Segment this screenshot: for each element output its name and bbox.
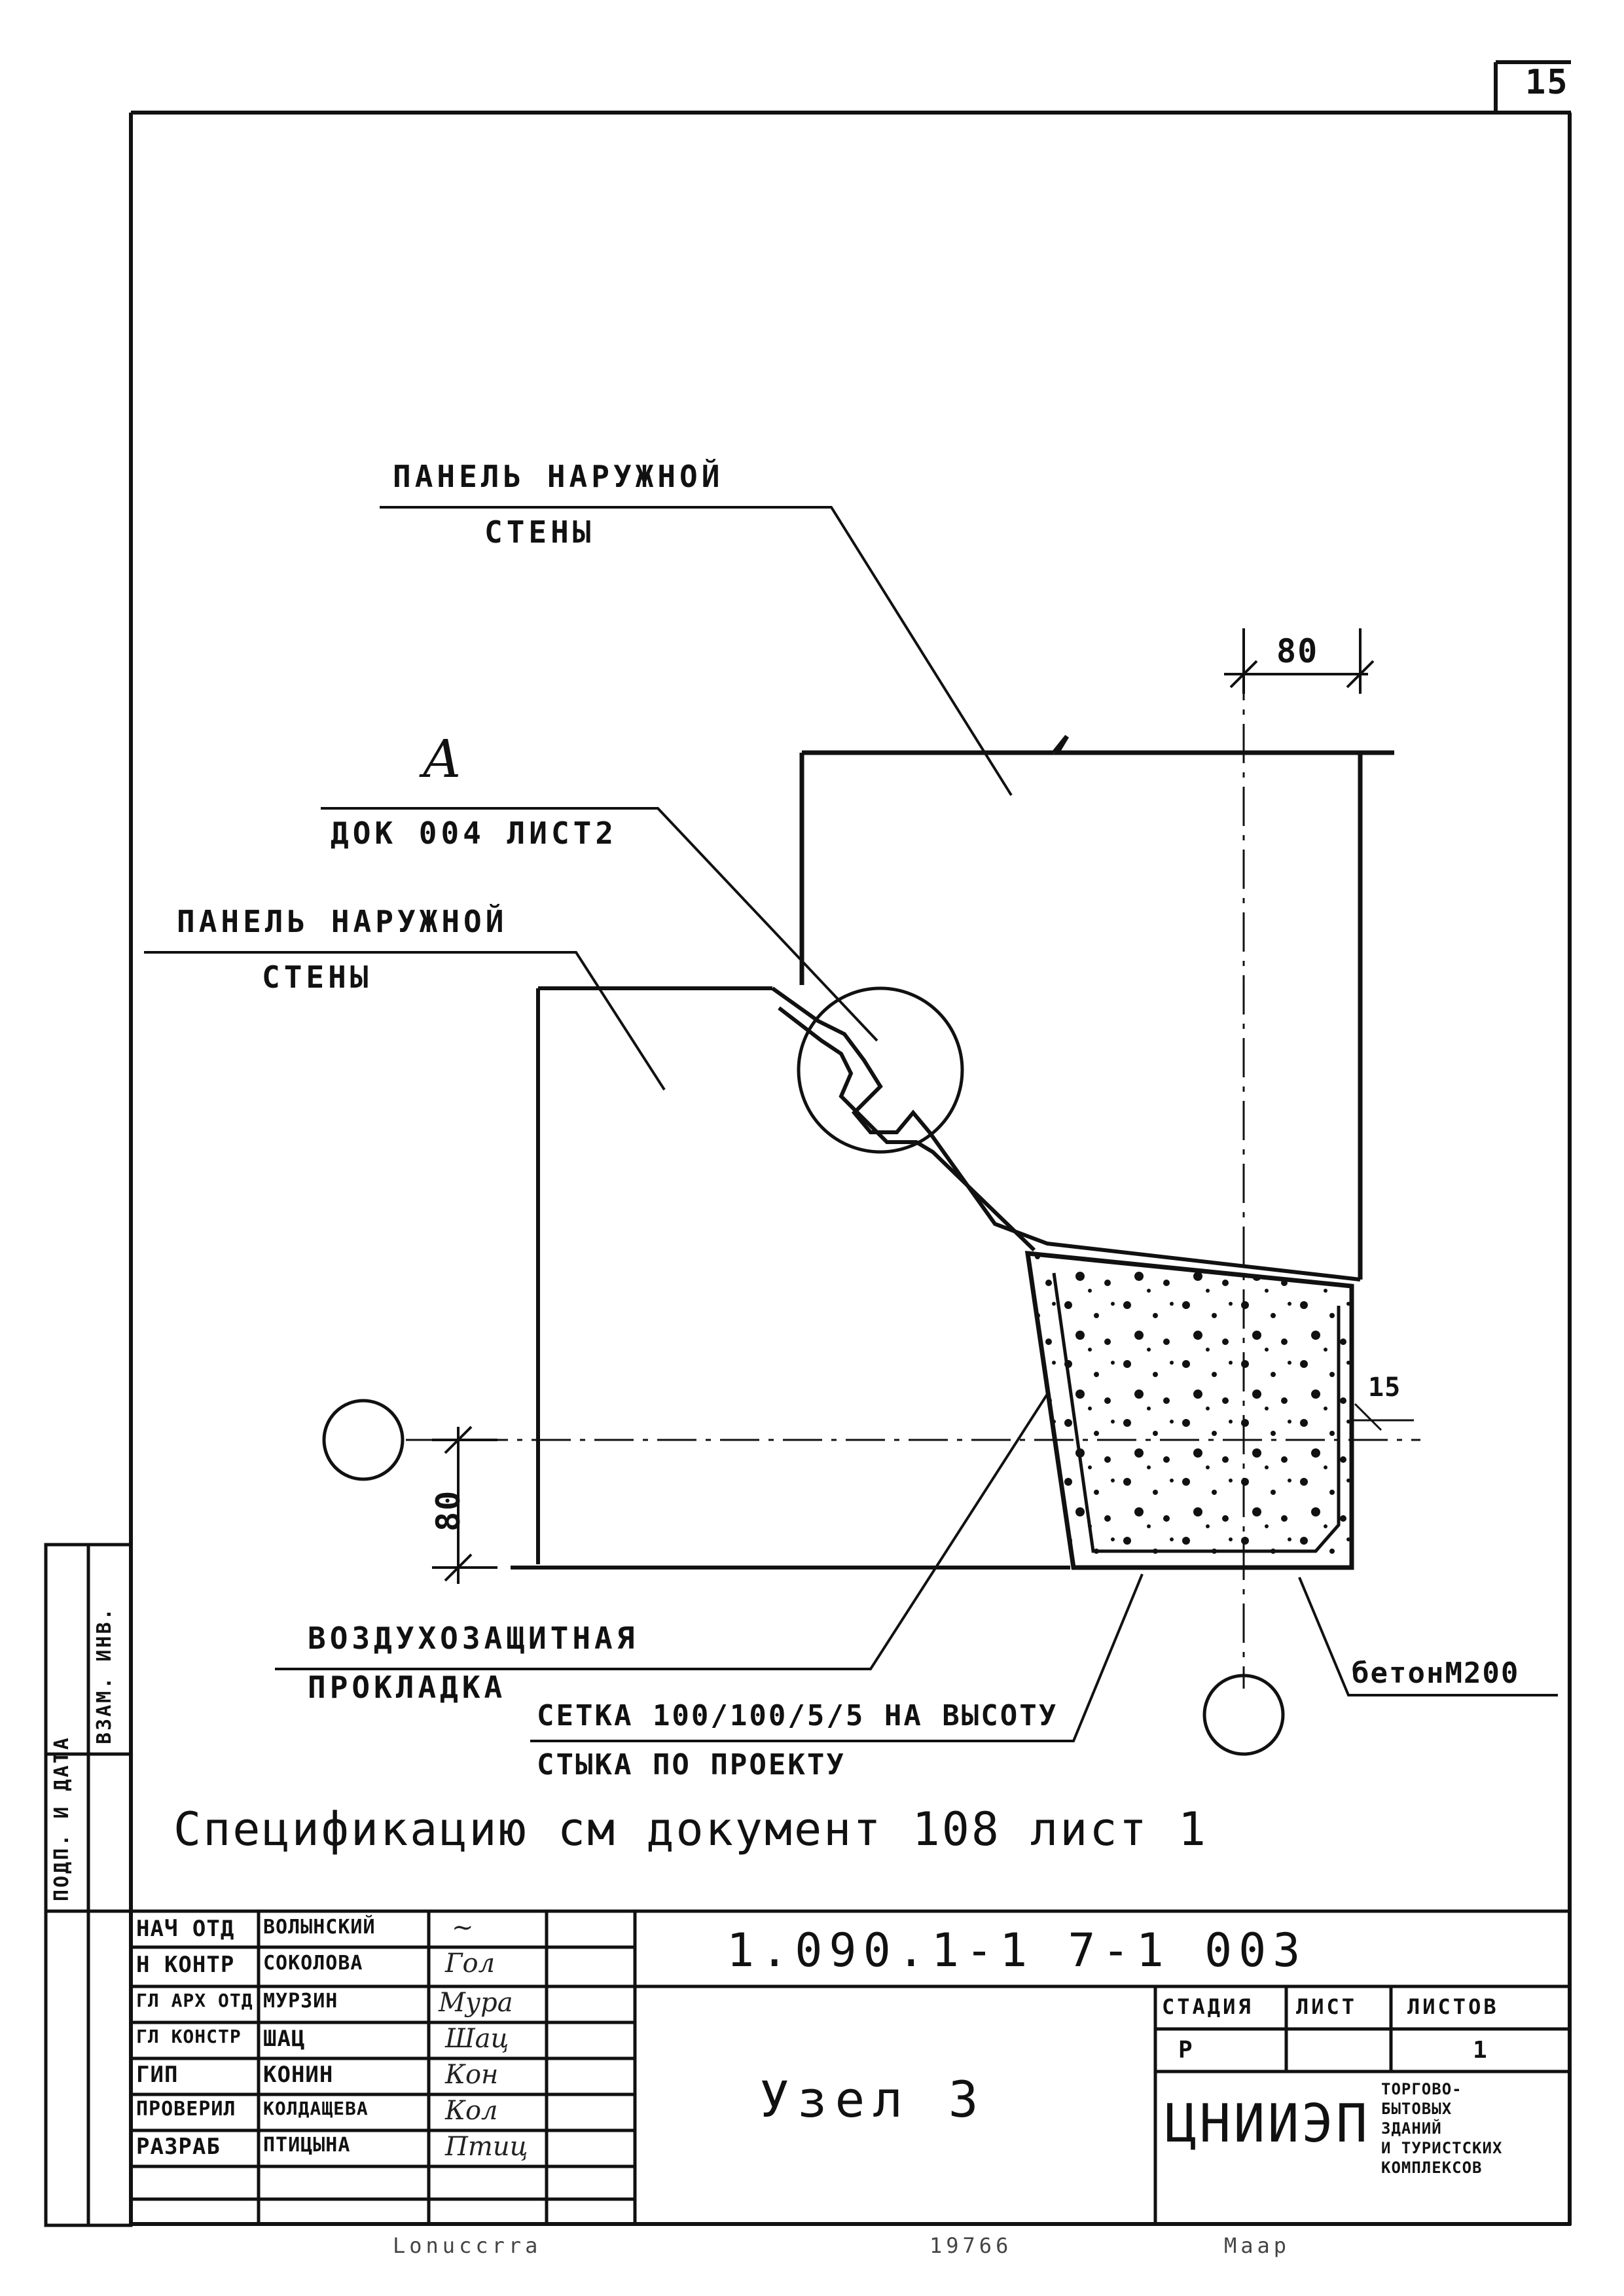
detail-mark: А [422,728,462,789]
dimension-top [1224,628,1375,694]
role-1: Н КОНТР [136,1952,235,1978]
sheets-header: ЛИСТОВ [1407,1994,1499,2019]
sheet-frame [129,60,1572,2226]
name-1: СОКОЛОВА [263,1952,363,1975]
gasket-label-line2: ПРОКЛАДКА [308,1670,507,1705]
axis-circle-left [322,1399,405,1481]
mesh-label-line2: СТЫКА ПО ПРОЕКТУ [537,1748,846,1782]
name-2: МУРЗИН [263,1990,338,2013]
signature-6: Птиц [445,2132,528,2162]
name-3: ШАЦ [263,2026,306,2052]
role-0: НАЧ ОТД [136,1916,235,1942]
dimension-top-value: 80 [1276,632,1319,670]
role-6: РАЗРАБ [136,2134,221,2160]
role-3: ГЛ КОНСТР [136,2026,242,2047]
document-designation: 1.090.1-1 7-1 003 [727,1924,1307,1977]
bottom-mark-center: 19766 [929,2233,1013,2258]
name-0: ВОЛЫНСКИЙ [263,1916,376,1939]
detail-reference: ДОК 004 ЛИСТ2 [331,816,618,851]
joint-seam [771,986,1361,1282]
role-5: ПРОВЕРИЛ [136,2098,236,2121]
axis-lines [406,661,1420,1689]
mesh-label-line1: СЕТКА 100/100/5/5 НА ВЫСОТУ [537,1699,1058,1732]
organization-name: ЦНИИЭП [1165,2093,1370,2154]
signature-5: Кол [445,2096,498,2126]
gasket-label-line1: ВОЗДУХОЗАЩИТНАЯ [308,1621,639,1656]
name-5: КОЛДАЩЕВА [263,2098,369,2119]
side-stamp-left-label: ПОДП. И ДАТА [50,1736,73,1901]
organization-sub-2: ЗДАНИЙ [1381,2119,1442,2138]
signature-0: ~ [452,1912,474,1943]
side-stamp-right-label: ВЗАМ. ИНВ. [93,1606,116,1744]
upper-panel-label-line1: ПАНЕЛЬ НАРУЖНОЙ [393,459,724,494]
organization-sub-3: И ТУРИСТСКИХ [1381,2139,1503,2157]
role-2: ГЛ АРХ ОТД [136,1990,253,2011]
title-block-grid [131,1909,1570,2224]
corner-sheet-number: 15 [1525,63,1569,102]
signature-4: Кон [445,2060,499,2090]
sheet-header: ЛИСТ [1296,1994,1358,2019]
organization-sub-0: ТОРГОВО- [1381,2080,1462,2098]
upper-panel-label-line2: СТЕНЫ [484,514,595,550]
left-panel-label-line2: СТЕНЫ [262,960,372,995]
dimension-left-value: 80 [429,1489,467,1532]
specification-note: Спецификацию см документ 108 лист 1 [173,1803,1208,1856]
signature-3: Шац [445,2024,509,2054]
stage-header: СТАДИЯ [1162,1994,1254,2019]
side-stamp-frame [44,1543,133,2227]
bottom-mark-right: Maap [1224,2233,1291,2258]
leader-lines [144,506,1558,1742]
role-4: ГИП [136,2062,179,2088]
dimension-right [1352,1403,1414,1431]
drawing-title: Узел 3 [759,2070,986,2128]
axis-circle-bottom [1202,1674,1285,1756]
left-panel-outline [511,986,1070,1570]
name-6: ПТИЦЫНА [263,2134,351,2157]
left-panel-label-line1: ПАНЕЛЬ НАРУЖНОЙ [177,904,508,939]
dimension-left [432,1426,497,1584]
name-4: КОНИН [263,2062,334,2088]
stage-value: Р [1178,2037,1193,2064]
concrete-label: бетонМ200 [1352,1657,1520,1690]
upper-panel-outline [799,734,1394,1280]
concrete-infill [1024,1251,1354,1570]
detail-circle [797,986,964,1154]
organization-sub-4: КОМПЛЕКСОВ [1381,2159,1483,2177]
bottom-mark-left: Lonuccrra [393,2233,542,2258]
sheets-value: 1 [1473,2037,1488,2064]
signature-2: Мура [439,1988,513,2018]
organization-sub-1: БЫТОВЫХ [1381,2100,1453,2118]
dimension-right-value: 15 [1368,1372,1401,1403]
signature-1: Гол [445,1948,496,1979]
